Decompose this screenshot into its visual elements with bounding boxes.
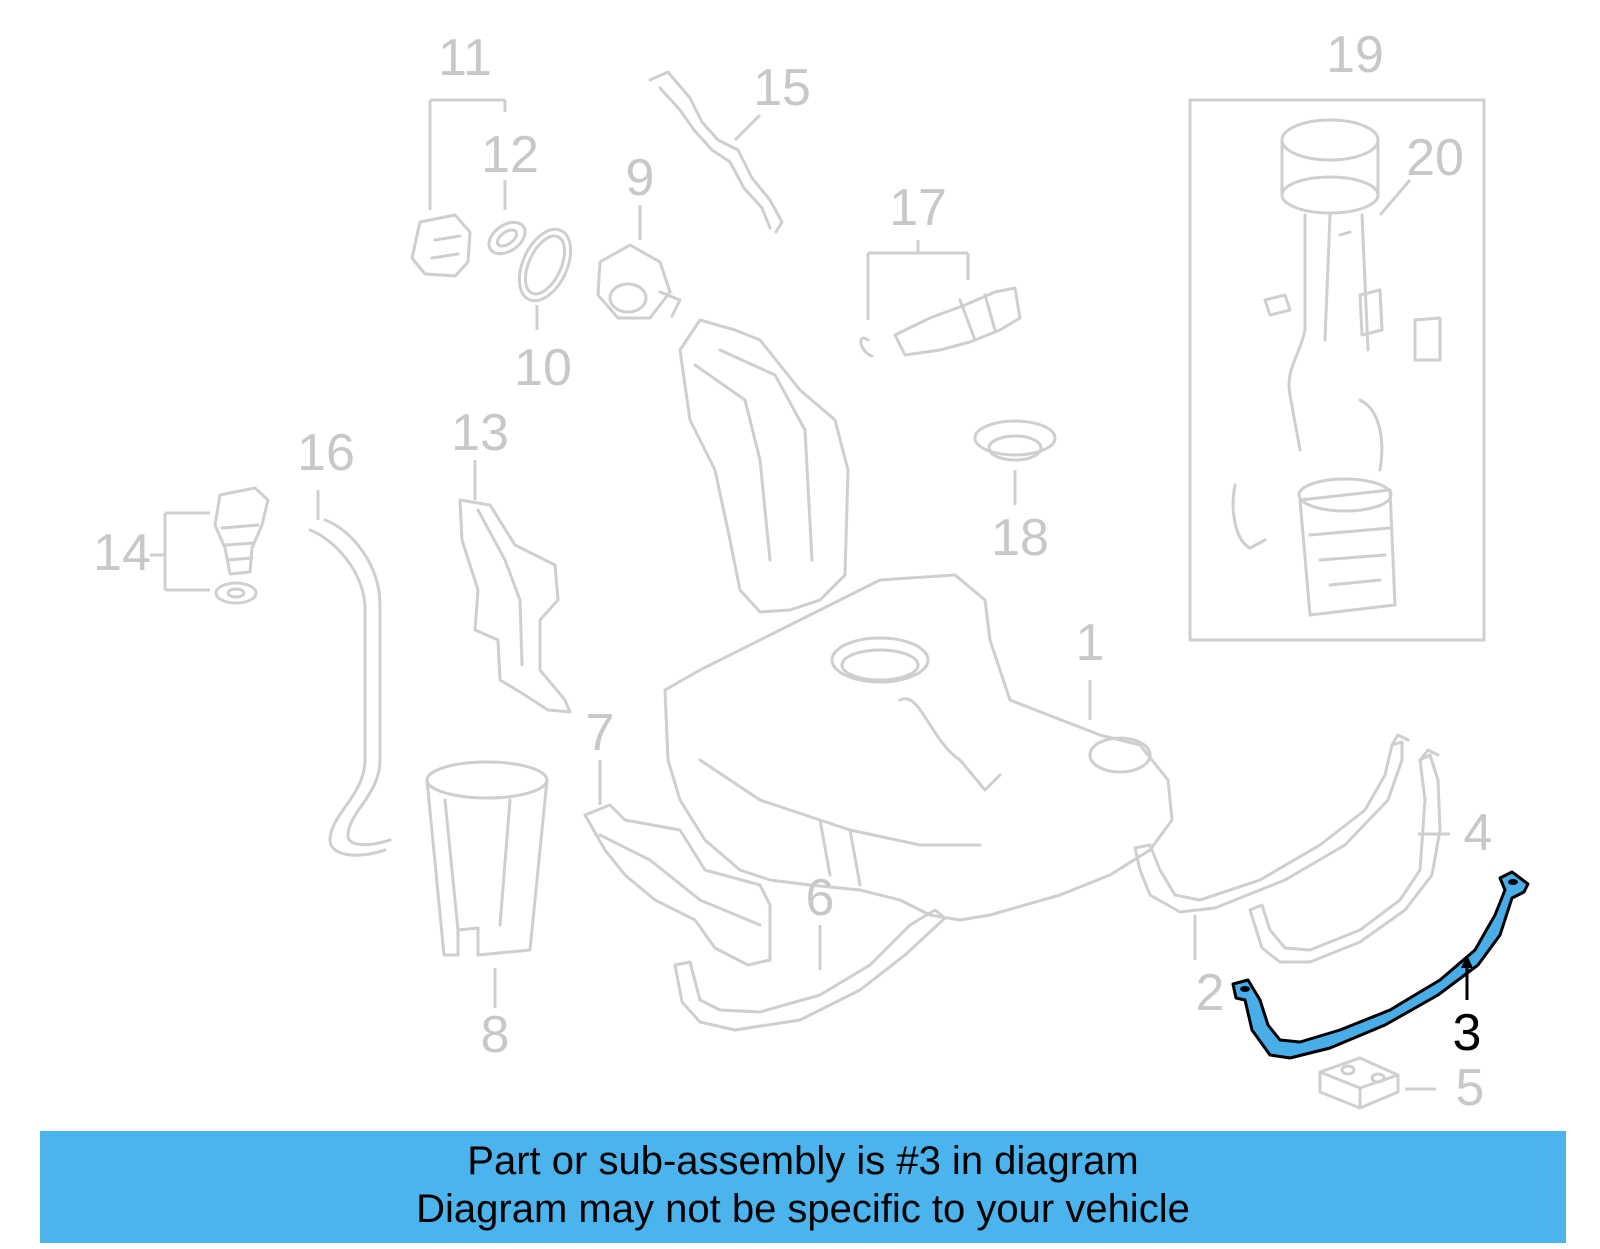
callout-15: 15 (753, 59, 811, 117)
part-3-strap-highlighted[interactable] (1231, 870, 1530, 1060)
callout-5: 5 (1456, 1059, 1485, 1117)
part-20-sensor (1338, 230, 1352, 237)
callout-15-16: 16 (297, 424, 355, 482)
part-7-heat-shield (583, 803, 772, 967)
part-11-cap (410, 213, 472, 278)
info-banner: Part or sub-assembly is #3 in diagram Di… (40, 1131, 1566, 1243)
callout-9: 9 (626, 149, 655, 207)
part-5-pad (1318, 1056, 1400, 1110)
part-19-sender-assembly (1188, 98, 1486, 642)
callout-3: 3 (1453, 1004, 1482, 1062)
callout-6: 6 (806, 869, 835, 927)
part-17-fitting (859, 286, 1022, 358)
part-9-filler-cap (596, 243, 682, 320)
banner-line-2: Diagram may not be specific to your vehi… (416, 1187, 1190, 1231)
part-18-grommet (973, 419, 1057, 462)
callout-13: 13 (451, 404, 509, 462)
callout-10: 10 (514, 339, 572, 397)
callout-4: 4 (1464, 804, 1493, 862)
callout-1: 1 (1076, 614, 1105, 672)
part-1-fuel-tank (663, 318, 1174, 922)
callout-8: 8 (481, 1006, 510, 1064)
part-13-bracket (458, 498, 572, 714)
part-8-sleeve (425, 760, 549, 957)
callout-12: 12 (481, 126, 539, 184)
part-15-sensor-cable (648, 70, 784, 234)
callout-20: 20 (1406, 129, 1464, 187)
parts-diagram: 1 2 3 4 5 6 7 8 9 10 11 12 13 14 16 15 1… (93, 26, 1530, 1117)
part-12-seal (487, 220, 527, 256)
callout-7: 7 (586, 704, 615, 762)
part-10-ring (517, 227, 573, 303)
part-2-strap (1133, 733, 1410, 914)
part-16-hose (308, 518, 392, 857)
callout-17: 17 (889, 179, 947, 237)
part-4-strap (1248, 748, 1442, 964)
part-14-valve (213, 486, 270, 605)
callout-19: 19 (1326, 26, 1384, 84)
callout-14: 14 (93, 524, 151, 582)
callout-2: 2 (1196, 964, 1225, 1022)
callout-11: 11 (438, 29, 492, 87)
banner-line-1: Part or sub-assembly is #3 in diagram (467, 1139, 1139, 1183)
callout-18: 18 (991, 509, 1049, 567)
part-6-strap (673, 908, 947, 1032)
